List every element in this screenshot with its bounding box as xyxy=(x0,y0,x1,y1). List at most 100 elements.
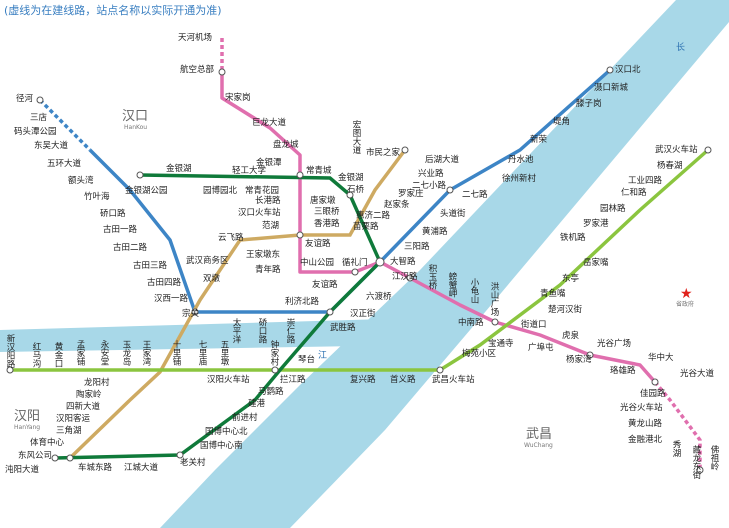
station-label: 广埠屯 xyxy=(528,342,554,353)
station-node xyxy=(586,351,594,359)
station-label: 古田四路 xyxy=(147,277,182,288)
station-label: 东亭 xyxy=(562,273,579,284)
station-label: 建港 xyxy=(248,398,266,409)
station-node xyxy=(375,257,385,267)
station-label: 硚口路 xyxy=(100,208,126,219)
station-label: 利济北路 xyxy=(285,296,320,307)
station-label: 街道口 xyxy=(521,319,547,330)
station-label: 宋家岗 xyxy=(225,92,251,103)
station-label: 常青花园 xyxy=(245,185,279,196)
station-label: 陶家岭 xyxy=(76,389,102,400)
station-label: 工业四路 xyxy=(628,175,663,186)
station-label: 古田三路 xyxy=(133,260,168,271)
station-label: 轻工大学 xyxy=(232,165,267,176)
river-label-mid: 江 xyxy=(318,350,327,361)
station-label: 堤角 xyxy=(553,116,570,127)
line-1 xyxy=(38,68,612,314)
station-label: 杨家湾 xyxy=(566,354,592,365)
station-label: 额头湾 xyxy=(68,175,94,186)
district-hankou-sub: HanKou xyxy=(124,124,147,131)
station-node xyxy=(176,451,184,459)
station-label: 徐州新村 xyxy=(502,173,537,184)
station-label: 金银潭 xyxy=(256,157,282,168)
station-label: 梅苑小区 xyxy=(462,348,497,359)
station-node xyxy=(651,378,659,386)
station-label: 友谊路 xyxy=(305,238,331,249)
station-node xyxy=(351,268,359,276)
station-labels: 天河机场 航空总部 宋家岗 巨龙大道 盘龙城 常青城 金银潭 常青花园 长港路 … xyxy=(5,32,715,475)
station-label: 华中大 xyxy=(648,352,674,363)
station-label: 国博中心南 xyxy=(200,440,243,451)
station-label: 玉龙岛 xyxy=(121,340,131,366)
station-label: 硚口路 xyxy=(257,318,267,344)
station-nodes xyxy=(6,66,712,474)
station-node xyxy=(271,366,279,374)
station-label: 虎泉 xyxy=(562,330,580,341)
station-node xyxy=(296,171,304,179)
station-label: 惠济二路 xyxy=(356,210,391,221)
station-label: 园博园北 xyxy=(203,185,238,196)
station-label: 光谷广场 xyxy=(597,338,631,349)
station-label: 码头潭公园 xyxy=(14,126,57,137)
station-label: 竹叶海 xyxy=(84,191,110,202)
station-label: 佛祖岭 xyxy=(709,444,719,471)
station-label: 前进村 xyxy=(232,412,258,423)
station-label: 滕子岗 xyxy=(576,98,602,109)
station-label: 汉阳火车站 xyxy=(207,374,250,385)
station-label: 长港路 xyxy=(255,195,281,206)
station-label: 汉西一路 xyxy=(154,293,189,304)
station-node xyxy=(696,466,704,474)
district-wuchang: 武昌 xyxy=(526,427,552,442)
station-label: 四新大道 xyxy=(66,401,101,412)
station-label: 古田二路 xyxy=(113,242,148,253)
station-label: 光谷火车站 xyxy=(620,402,663,413)
station-label: 龙阳村 xyxy=(84,377,110,388)
station-label: 洪山广场 xyxy=(489,281,499,317)
station-label: 径河 xyxy=(16,93,34,104)
station-node xyxy=(436,366,444,374)
station-label: 宝通寺 xyxy=(488,338,514,349)
station-label: 沌阳大道 xyxy=(5,464,40,475)
station-label: 孟家铺 xyxy=(75,339,85,366)
station-label: 东风公司 xyxy=(18,450,52,461)
station-label: 黄浦路 xyxy=(422,226,448,237)
station-label: 石桥 xyxy=(347,184,365,195)
red-star-icon: ★ xyxy=(680,286,693,302)
station-label: 老关村 xyxy=(180,457,206,468)
station-label: 武汉商务区 xyxy=(186,255,229,266)
station-label: 武昌火车站 xyxy=(432,374,475,385)
station-label: 黄金口 xyxy=(53,341,63,367)
station-label: 宗关 xyxy=(182,308,200,319)
station-label: 宏图大道 xyxy=(351,119,361,155)
station-label: 杨春湖 xyxy=(657,160,683,171)
station-label: 双墩 xyxy=(203,273,221,284)
station-label: 车城东路 xyxy=(78,462,113,473)
station-node xyxy=(446,186,454,194)
station-node xyxy=(606,66,614,74)
station-node xyxy=(218,68,226,76)
station-label: 体育中心 xyxy=(30,437,65,448)
station-node xyxy=(346,191,354,199)
station-label: 金银湖 xyxy=(166,163,192,174)
station-label: 五环大道 xyxy=(47,158,82,169)
station-label: 赵家条 xyxy=(384,199,410,210)
station-node xyxy=(401,146,409,154)
station-label: 汉口火车站 xyxy=(238,207,281,218)
station-label: 航空总部 xyxy=(180,64,215,75)
station-label: 新荣 xyxy=(530,134,548,145)
station-label: 汉口北 xyxy=(615,65,641,75)
river-label-top: 长 xyxy=(676,41,685,53)
station-label: 云飞路 xyxy=(218,232,244,243)
station-label: 市民之家 xyxy=(366,147,401,158)
station-label: 巨龙大道 xyxy=(252,117,287,128)
station-label: 红马沟 xyxy=(31,341,41,368)
station-label: 唐家墩 xyxy=(310,195,336,206)
station-label: 藏龙东街 xyxy=(691,444,701,480)
station-label: 岳家嘴 xyxy=(583,257,609,268)
station-label: 循礼门 xyxy=(342,257,368,268)
station-label: 江汉路 xyxy=(392,271,418,282)
station-node xyxy=(704,146,712,154)
station-label: 丹水池 xyxy=(508,154,534,165)
station-label: 积玉桥 xyxy=(427,263,437,290)
station-label: 王家墩东 xyxy=(246,249,280,260)
